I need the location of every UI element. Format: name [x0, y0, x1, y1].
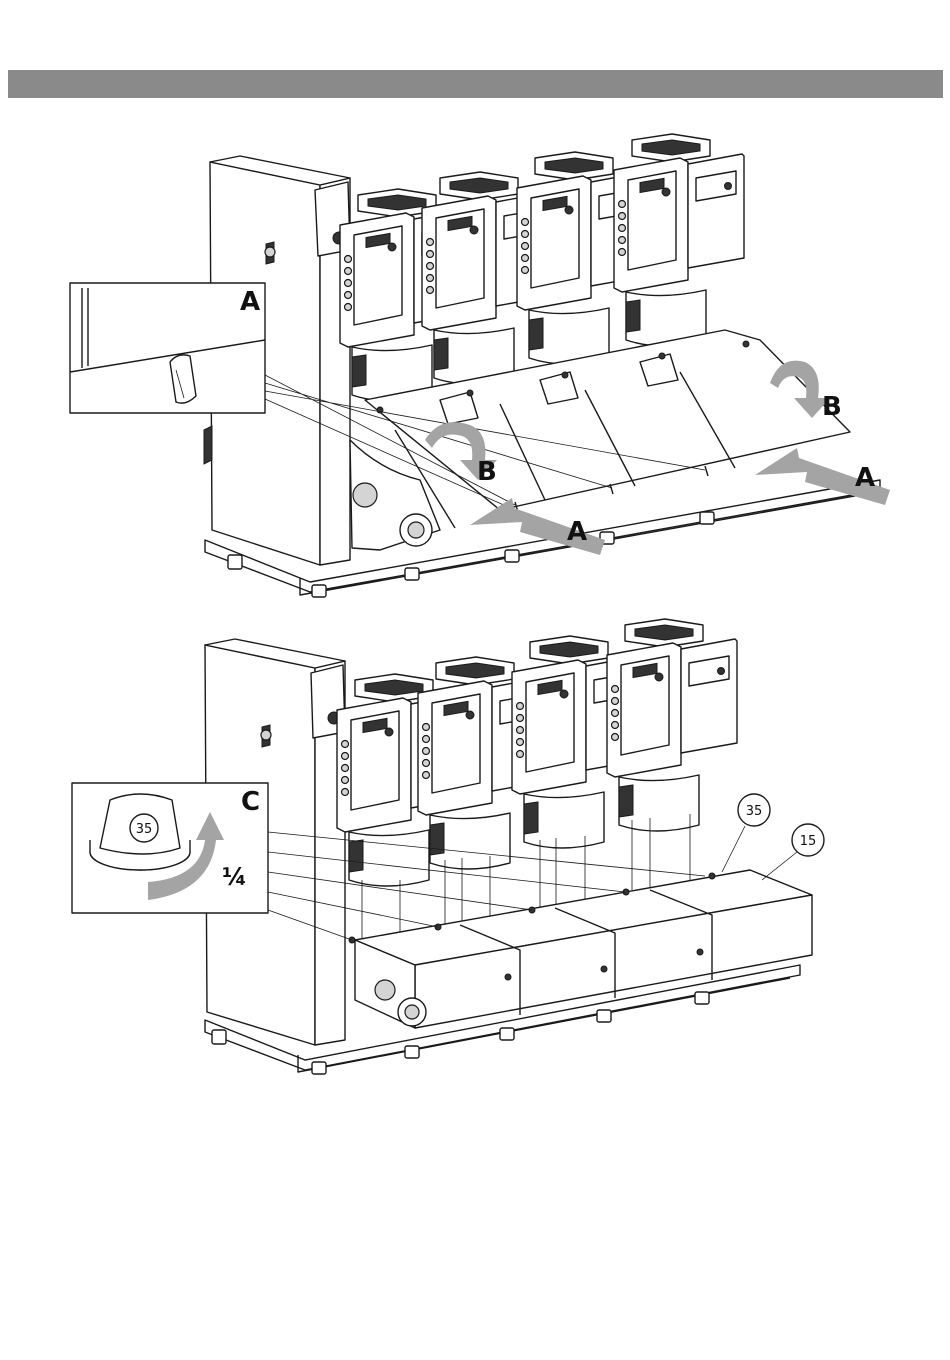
rotation-label: ¼	[222, 863, 247, 891]
arrow-label-b-left: B	[477, 457, 497, 487]
inset-c-label: C	[241, 787, 260, 817]
svg-text:15: 15	[800, 834, 817, 849]
bottom-figure: 35 C ¼ 35 15	[72, 619, 824, 1074]
arrow-label-a-bottom: A	[567, 517, 587, 547]
arrow-label-b-right: B	[822, 392, 842, 422]
inset-a-label: A	[240, 287, 260, 317]
inset-a	[70, 283, 265, 413]
arrow-label-a-right: A	[855, 463, 875, 493]
top-figure: A B B A A	[70, 134, 890, 597]
svg-text:35: 35	[746, 804, 763, 819]
knob-number: 35	[136, 822, 153, 837]
